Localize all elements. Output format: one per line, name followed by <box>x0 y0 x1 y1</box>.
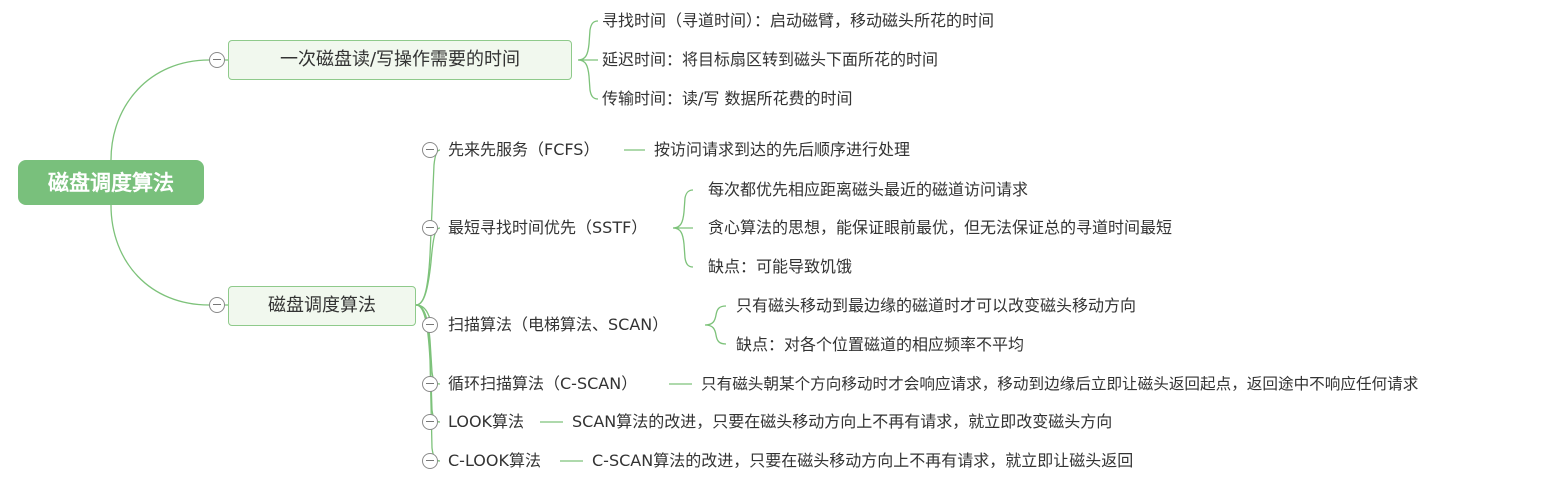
algorithm-cscan[interactable]: 循环扫描算法（C-SCAN） <box>448 374 638 393</box>
algorithm-look[interactable]: LOOK算法 <box>448 412 525 431</box>
algorithm-sstf-detail[interactable]: 贪心算法的思想，能保证眼前最优，但无法保证总的寻道时间最短 <box>708 218 1173 237</box>
subtopic-rotational-latency[interactable]: 延迟时间：将目标扇区转到磁头下面所花的时间 <box>602 50 939 69</box>
algorithm-clook[interactable]: C-LOOK算法 <box>448 451 541 470</box>
collapse-minus-icon[interactable] <box>209 297 225 313</box>
collapse-minus-icon[interactable] <box>422 376 438 392</box>
algorithm-scan-detail[interactable]: 缺点：对各个位置磁道的相应频率不平均 <box>736 335 1025 354</box>
connector-root-time <box>110 59 229 161</box>
collapse-minus-icon[interactable] <box>422 414 438 430</box>
subtopic-transfer-time[interactable]: 传输时间：读/写 数据所花费的时间 <box>602 89 853 108</box>
algorithm-clook-detail[interactable]: C-SCAN算法的改进，只要在磁头移动方向上不再有请求，就立即让磁头返回 <box>592 451 1134 470</box>
topic-disk-scheduling[interactable]: 磁盘调度算法 <box>228 286 416 326</box>
algorithm-scan[interactable]: 扫描算法（电梯算法、SCAN） <box>448 315 669 334</box>
brace-sstf <box>672 189 694 268</box>
algorithm-scan-detail[interactable]: 只有磁头移动到最边缘的磁道时才可以改变磁头移动方向 <box>736 296 1137 315</box>
collapse-minus-icon[interactable] <box>422 142 438 158</box>
algorithm-sstf[interactable]: 最短寻找时间优先（SSTF） <box>448 218 648 237</box>
collapse-minus-icon[interactable] <box>422 220 438 236</box>
algorithm-fcfs[interactable]: 先来先服务（FCFS） <box>448 140 600 159</box>
algorithm-sstf-detail[interactable]: 每次都优先相应距离磁头最近的磁道访问请求 <box>708 180 1029 199</box>
algorithm-fcfs-detail[interactable]: 按访问请求到达的先后顺序进行处理 <box>654 140 911 159</box>
collapse-minus-icon[interactable] <box>209 52 225 68</box>
algorithm-cscan-detail[interactable]: 只有磁头朝某个方向移动时才会响应请求，移动到边缘后立即让磁头返回起点，返回途中不… <box>701 375 1419 393</box>
subtopic-seek-time[interactable]: 寻找时间（寻道时间）：启动磁臂，移动磁头所花的时间 <box>602 11 995 30</box>
collapse-minus-icon[interactable] <box>422 453 438 469</box>
root-topic[interactable]: 磁盘调度算法 <box>18 160 204 205</box>
collapse-minus-icon[interactable] <box>422 317 438 333</box>
brace-time <box>577 20 599 100</box>
connector-root-algo <box>110 204 229 306</box>
brace-scan <box>704 305 727 345</box>
topic-disk-io-time[interactable]: 一次磁盘读/写操作需要的时间 <box>228 40 572 80</box>
connector-algo-sstf <box>415 227 441 306</box>
algorithm-sstf-detail[interactable]: 缺点：可能导致饥饿 <box>708 257 853 276</box>
algorithm-look-detail[interactable]: SCAN算法的改进，只要在磁头移动方向上不再有请求，就立即改变磁头方向 <box>572 412 1113 431</box>
